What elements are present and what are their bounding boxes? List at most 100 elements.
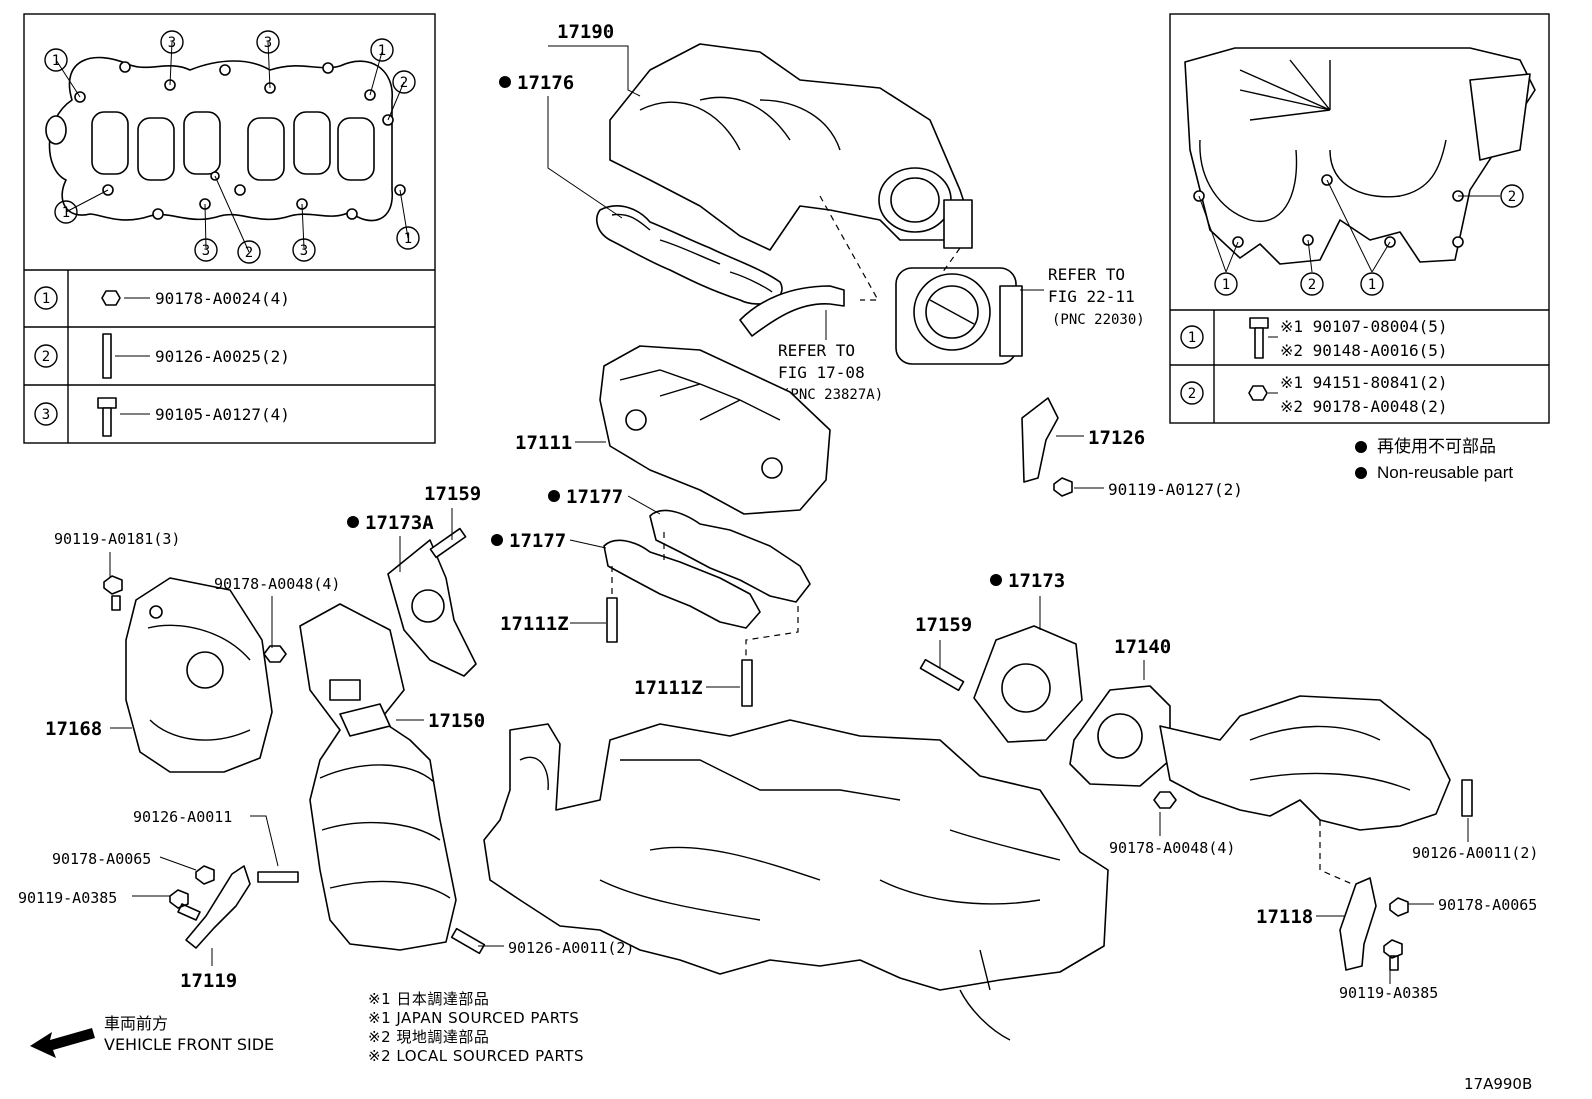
label-17173A: 17173A [365, 512, 434, 534]
part-number: 90105-A0127(4) [155, 405, 290, 424]
svg-text:REFER TO: REFER TO [778, 341, 855, 360]
illustration-code: 17A990B [1464, 1075, 1533, 1093]
label-17111Z: 17111Z [634, 677, 703, 699]
label-17190: 17190 [557, 21, 614, 43]
exhaust-manifold-17140 [1069, 685, 1451, 831]
leader-lines-top [547, 45, 1044, 340]
dashed-leaders [819, 195, 961, 301]
label-90119-A0385: 90119-A0385 [18, 889, 117, 907]
stud-17159 [429, 527, 467, 559]
label-90119-A0181: 90119-A0181(3) [54, 530, 180, 548]
gasket-17177-upper [603, 509, 811, 629]
bracket-17118 [1339, 877, 1409, 971]
bullet-icon [1355, 467, 1367, 479]
label-17168: 17168 [45, 718, 102, 740]
note: ※1 JAPAN SOURCED PARTS [368, 1009, 580, 1027]
label-90178-A0048: 90178-A0048(4) [214, 575, 340, 593]
callout-2: 2 [245, 245, 253, 261]
label-17177: 17177 [509, 530, 566, 552]
svg-text:FIG 22-11: FIG 22-11 [1048, 287, 1135, 306]
studs-17111z [606, 597, 753, 707]
callout-3: 3 [202, 243, 210, 259]
label-17177: 17177 [566, 486, 623, 508]
note: ※1 日本調達部品 [368, 990, 490, 1008]
callout-3: 3 [300, 243, 308, 259]
note: ※2 現地調達部品 [368, 1028, 490, 1046]
label-17119: 17119 [180, 970, 237, 992]
engine-block-outline [483, 719, 1109, 1041]
bracket-17126: 17126 90119-A0127(2) [1021, 397, 1243, 499]
callout-2: 2 [1308, 277, 1316, 293]
svg-text:REFER TO: REFER TO [1048, 265, 1125, 284]
source-notes: ※1 日本調達部品 ※1 JAPAN SOURCED PARTS ※2 現地調達… [368, 990, 584, 1066]
label-17176: 17176 [517, 72, 574, 94]
manifold-side-illustration: 1 2 1 2 [1184, 47, 1536, 296]
throttle-body [895, 267, 1023, 365]
part-number: ※1 94151-80841(2) [1280, 373, 1448, 392]
callout-1: 1 [52, 53, 60, 69]
callout-3: 3 [264, 35, 272, 51]
exhaust-manifold-17150 [299, 603, 457, 951]
part-number: ※1 90107-08004(5) [1280, 317, 1448, 336]
label-17111-group: 17111 [515, 432, 572, 454]
refer-text: REFER TO FIG 22-11 (PNC 22030) REFER TO … [778, 265, 1145, 403]
bracket-17119 [169, 865, 486, 955]
callout-1: 1 [1368, 277, 1376, 293]
hose-part [739, 285, 845, 337]
inset-right-box [1169, 13, 1550, 424]
callout-1: 1 [378, 43, 386, 59]
label-90178-A0065: 90178-A0065 [52, 850, 151, 868]
row-num: 2 [1188, 386, 1196, 402]
intake-gasket-illustration [45, 56, 406, 222]
stud-17159-right [919, 658, 965, 692]
dashed-leaders-mid [611, 532, 799, 660]
legend-en: Non-reusable part [1377, 463, 1514, 482]
label-17140: 17140 [1114, 636, 1171, 658]
inset-left-box [23, 13, 436, 444]
front-jp: 車両前方 [104, 1014, 169, 1033]
gasket-17173 [973, 625, 1083, 743]
label-90119-A0127: 90119-A0127(2) [1108, 480, 1243, 499]
row-num: 3 [42, 407, 50, 423]
callout-2: 2 [400, 75, 408, 91]
row-num: 2 [42, 349, 50, 365]
label-17111: 17111 [515, 432, 572, 454]
intake-manifold-17190 [609, 43, 973, 251]
front-en: VEHICLE FRONT SIDE [104, 1035, 275, 1054]
nut-90178-A0048-right [1153, 791, 1177, 809]
part-number: ※2 90148-A0016(5) [1280, 341, 1448, 360]
label-17111Z: 17111Z [500, 613, 569, 635]
label-90126-A0011-2: 90126-A0011(2) [508, 939, 634, 957]
vehicle-front-label: 車両前方 VEHICLE FRONT SIDE [104, 1013, 274, 1055]
row-num: 1 [42, 291, 50, 307]
intake-manifold-lower-17111 [599, 345, 831, 515]
stud-90126-A0011-right [1461, 779, 1473, 817]
label-17159: 17159 [915, 614, 972, 636]
heat-insulator-17168 [125, 577, 273, 773]
label-17159: 17159 [424, 483, 481, 505]
label-17126: 17126 [1088, 427, 1145, 449]
callout-3: 3 [168, 35, 176, 51]
label-90126-A0011: 90126-A0011 [133, 808, 232, 826]
label-17173: 17173 [1008, 570, 1065, 592]
inset-left-callouts: 1 3 3 1 2 1 3 2 3 1 [44, 30, 420, 264]
callout-2: 2 [1508, 189, 1516, 205]
row-num: 1 [1188, 330, 1196, 346]
bolt-90119-A0181 [103, 575, 123, 611]
nut-90178-A0048 [263, 645, 287, 663]
callout-1: 1 [404, 231, 412, 247]
inset-right-rows: 1 ※1 90107-08004(5) ※2 90148-A0016(5) 2 … [1180, 317, 1448, 416]
part-number: 90126-A0025(2) [155, 347, 290, 366]
legend: 再使用不可部品 Non-reusable part [1355, 434, 1513, 486]
svg-text:FIG 17-08: FIG 17-08 [778, 363, 865, 382]
legend-jp: 再使用不可部品 [1377, 437, 1496, 456]
label-90119-A0385: 90119-A0385 [1339, 984, 1438, 1002]
label-17150: 17150 [428, 710, 485, 732]
bullet-icon [1355, 441, 1367, 453]
label-90178-A0048: 90178-A0048(4) [1109, 839, 1235, 857]
label-17118: 17118 [1256, 906, 1313, 928]
svg-text:(PNC 22030): (PNC 22030) [1052, 312, 1145, 328]
note: ※2 LOCAL SOURCED PARTS [368, 1047, 584, 1065]
gasket-17173A [387, 539, 477, 677]
